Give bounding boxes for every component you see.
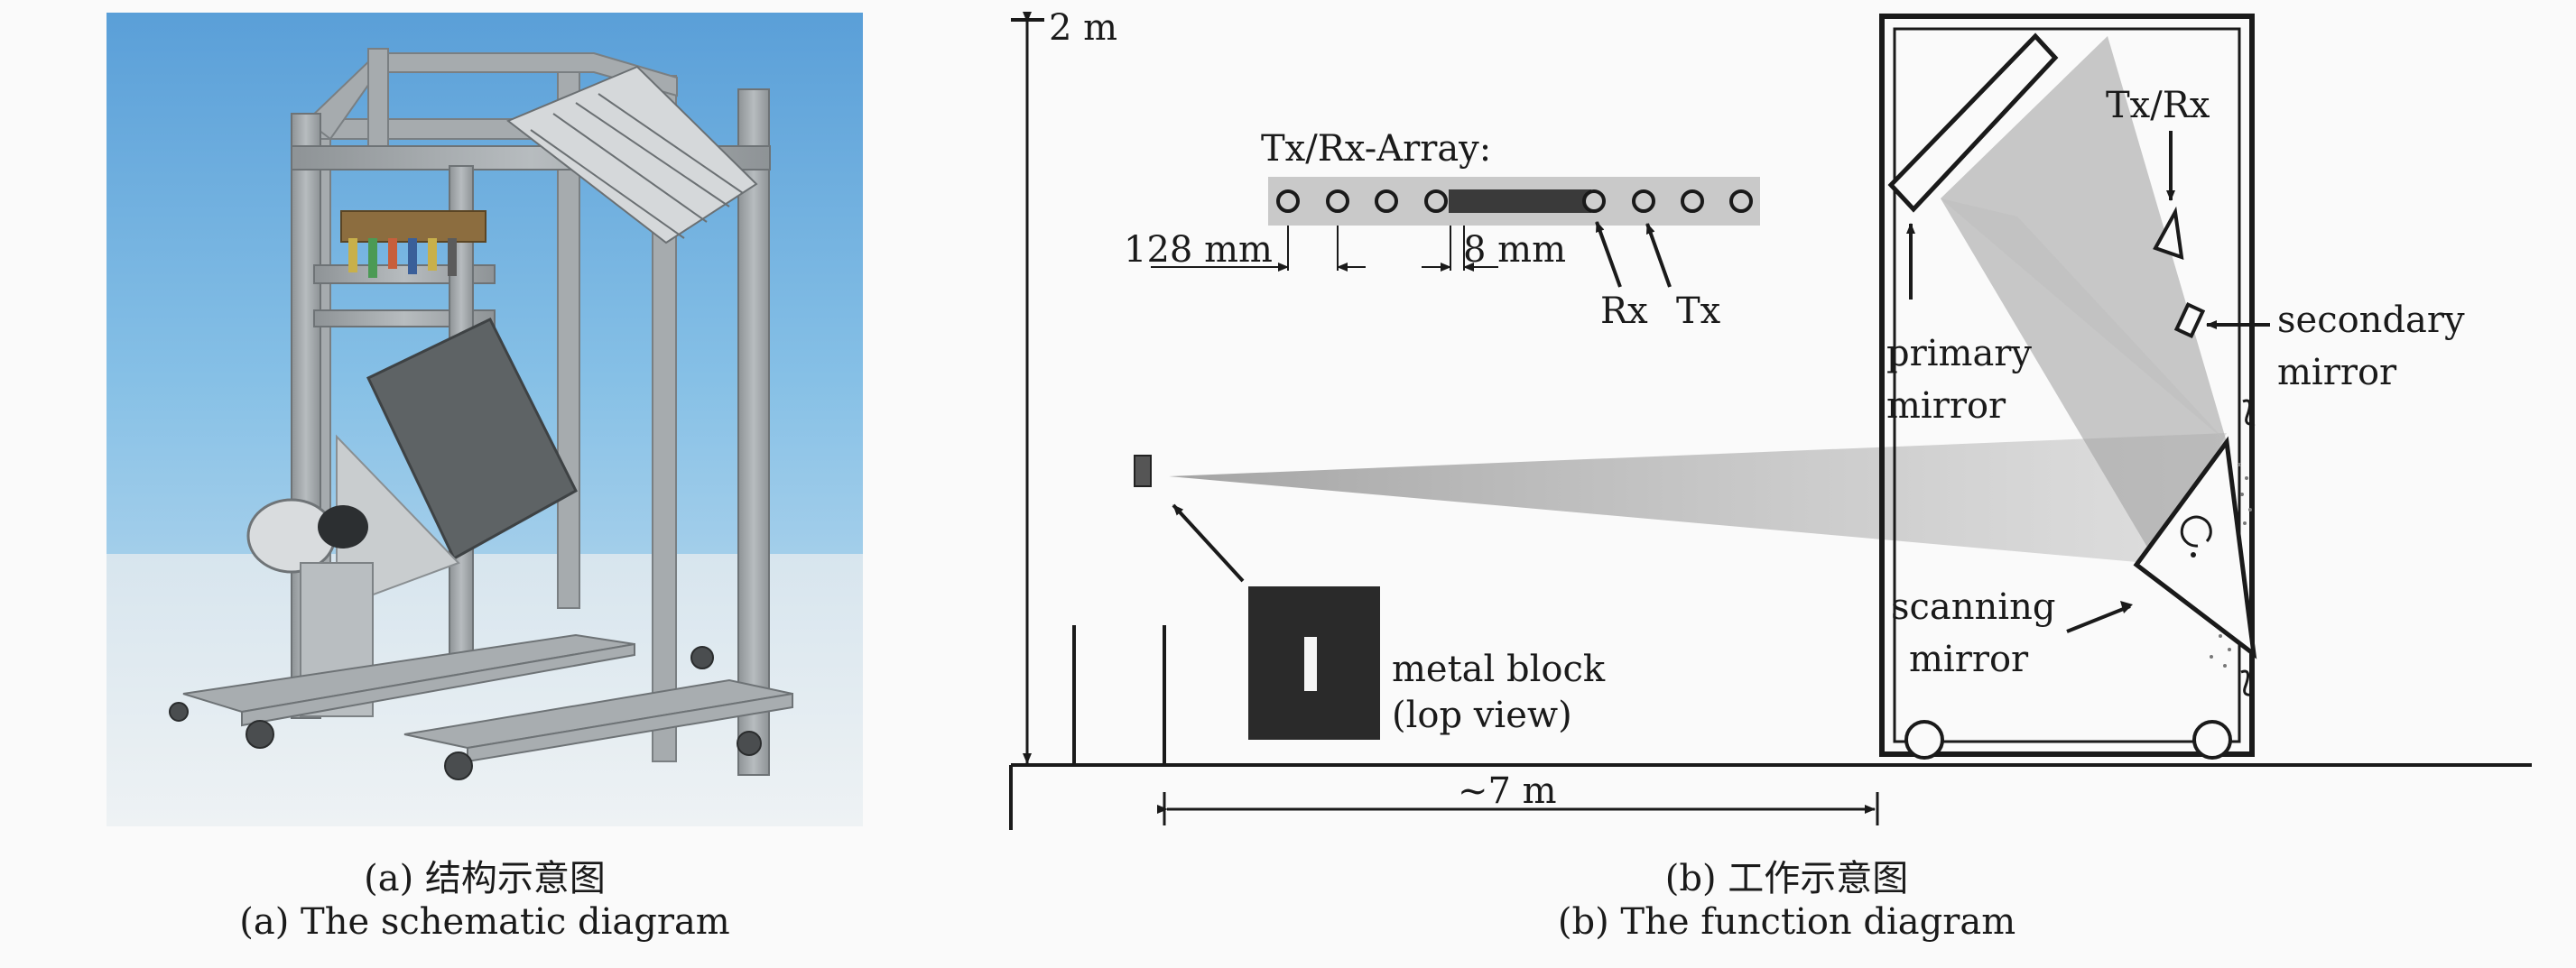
distance-label: ~7 m: [1458, 770, 1557, 812]
array-element: [1424, 189, 1448, 213]
beam-inside-highlight: [1941, 198, 2227, 442]
array-elements: [1276, 189, 1753, 213]
function-diagram: 2 m ~7 m Tx/Rx-Array:: [1009, 7, 2532, 830]
array-title: Tx/Rx-Array:: [1261, 128, 1491, 170]
structure-rendering-panel: [107, 13, 863, 826]
cable-hook-upper: [2242, 399, 2256, 426]
scanning-mirror-label-2: mirror: [1909, 639, 2029, 680]
array-element: [1375, 189, 1398, 213]
caption-b: (b) 工作示意图 (b) The function diagram: [997, 857, 2576, 944]
scanning-mirror-label-1: scanning: [1891, 586, 2055, 628]
array-element: [1276, 189, 1300, 213]
tx-label: Tx: [1676, 290, 1721, 332]
secondary-mirror-label-2: mirror: [2277, 352, 2397, 393]
metal-block-label-1: metal block: [1392, 649, 1606, 690]
primary-mirror-label-2: mirror: [1886, 385, 2006, 427]
dim-8-label: 8 mm: [1463, 229, 1566, 271]
rx-label: Rx: [1600, 290, 1648, 332]
caption-b-english: (b) The function diagram: [1557, 901, 2016, 943]
caption-a: (a) 结构示意图 (a) The schematic diagram: [107, 857, 863, 944]
structure-rendering-image: [107, 13, 863, 826]
txrx-label: Tx/Rx: [2106, 85, 2210, 126]
beam-to-target: [1169, 433, 2227, 564]
height-dimension: 2 m: [1011, 7, 1117, 764]
wheel-right: [2192, 720, 2232, 760]
scan-dots: [2210, 463, 2252, 668]
array-element-tx: [1632, 189, 1655, 213]
txrx-array: Tx/Rx-Array: 128 mm: [1124, 128, 1760, 332]
primary-mirror-label-1: primary: [1886, 333, 2032, 374]
array-element: [1326, 189, 1349, 213]
primary-mirror: primary mirror: [1886, 32, 2059, 427]
distance-dimension: ~7 m: [1157, 770, 1879, 825]
rotation-icon: [2180, 515, 2212, 548]
metal-block-slot: [1304, 637, 1317, 691]
txrx-source: Tx/Rx: [2106, 85, 2210, 260]
caption-b-chinese: (b) 工作示意图: [1664, 858, 1909, 899]
target-marker: [1134, 455, 1152, 487]
metal-block-label-2: (lop view): [1392, 695, 1572, 736]
function-diagram-panel: 2 m ~7 m Tx/Rx-Array:: [997, 0, 2576, 839]
array-centre-block: [1449, 189, 1591, 213]
array-element: [1729, 189, 1753, 213]
caption-a-english: (a) The schematic diagram: [239, 901, 730, 943]
secondary-mirror-label-1: secondary: [2277, 300, 2465, 341]
scanner-housing: [1879, 14, 2255, 760]
wheel-left: [1904, 720, 1944, 760]
metal-block: metal block (lop view): [1172, 503, 1606, 740]
secondary-mirror: secondary mirror: [2173, 300, 2465, 426]
height-label: 2 m: [1049, 7, 1117, 49]
array-element: [1681, 189, 1704, 213]
scanning-mirror: scanning mirror: [1891, 436, 2257, 696]
scanning-mirror-pointer: [2066, 604, 2131, 633]
cable-hook-lower: [2240, 669, 2254, 696]
dim-128-label: 128 mm: [1124, 229, 1273, 271]
array-element-rx: [1582, 189, 1606, 213]
caption-a-chinese: (a) 结构示意图: [364, 858, 606, 899]
